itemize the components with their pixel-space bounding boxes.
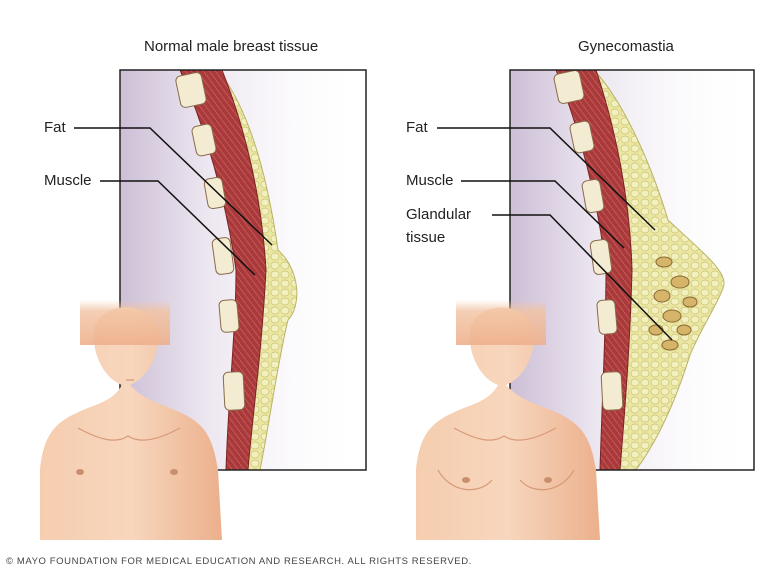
- label-glandular-line2: tissue: [406, 229, 446, 246]
- copyright-footer: © MAYO FOUNDATION FOR MEDICAL EDUCATION …: [6, 556, 472, 567]
- panel-title-normal: Normal male breast tissue: [144, 38, 319, 55]
- panel-gynecomastia: [416, 69, 755, 540]
- panel-normal: [40, 69, 367, 540]
- leader-line-muscle-gynecomastia: [461, 180, 625, 249]
- leader-line-muscle-normal: [100, 180, 256, 276]
- panel-normal-frame: [119, 69, 367, 471]
- panel-title-gynecomastia: Gynecomastia: [578, 38, 674, 55]
- label-muscle-normal: Muscle: [44, 172, 92, 189]
- leader-line-fat-gynecomastia: [437, 127, 656, 231]
- label-fat-gynecomastia: Fat: [406, 119, 428, 136]
- label-fat-normal: Fat: [44, 119, 66, 136]
- label-glandular-line1: Glandular: [406, 206, 472, 223]
- leader-line-glandular: [492, 214, 673, 341]
- label-muscle-gynecomastia: Muscle: [406, 172, 454, 189]
- ribs-gynecomastia: [553, 70, 624, 411]
- glandular-tissue: [648, 256, 698, 351]
- torso-figure-normal: [40, 300, 222, 540]
- panel-gynecomastia-frame: [509, 69, 755, 471]
- torso-figure-gynecomastia: [416, 300, 600, 540]
- leader-line-fat-normal: [74, 127, 273, 246]
